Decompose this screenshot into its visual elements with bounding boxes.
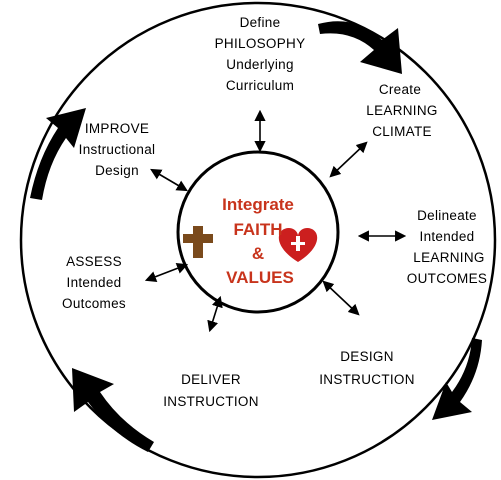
step-design-line2: INSTRUCTION xyxy=(319,372,415,387)
heart-icon xyxy=(278,228,318,262)
step-assess-line1: ASSESS xyxy=(66,254,122,269)
connector-improve xyxy=(150,168,188,192)
step-assess: ASSESS Intended Outcomes xyxy=(62,254,126,311)
connector-design xyxy=(322,280,360,316)
step-climate-line3: CLIMATE xyxy=(372,124,432,139)
step-improve-line1: IMPROVE xyxy=(85,121,149,136)
step-climate: Create LEARNING CLIMATE xyxy=(366,82,437,139)
center-line-values: VALUES xyxy=(226,268,294,287)
step-climate-line1: Create xyxy=(379,82,421,97)
step-assess-line3: Outcomes xyxy=(62,296,126,311)
cycle-arrow-top-right xyxy=(318,21,402,74)
step-deliver: DELIVER INSTRUCTION xyxy=(163,372,259,409)
step-improve: IMPROVE Instructional Design xyxy=(79,121,156,178)
step-outcomes-line4: OUTCOMES xyxy=(407,271,487,286)
step-design-line1: DESIGN xyxy=(340,349,394,364)
center-line-integrate: Integrate xyxy=(222,195,294,214)
step-outcomes-line3: LEARNING xyxy=(413,250,484,265)
step-improve-line3: Design xyxy=(95,163,139,178)
step-define-line1: Define xyxy=(240,15,281,30)
step-outcomes-line1: Delineate xyxy=(417,208,477,223)
step-climate-line2: LEARNING xyxy=(366,103,437,118)
step-define-line4: Curriculum xyxy=(226,78,294,93)
cycle-arrow-left xyxy=(30,108,86,200)
step-define-line3: Underlying xyxy=(226,57,294,72)
step-assess-line2: Intended xyxy=(67,275,122,290)
cross-icon xyxy=(183,226,213,258)
step-define-line2: PHILOSOPHY xyxy=(215,36,306,51)
connector-deliver xyxy=(207,295,223,333)
connector-climate xyxy=(329,141,368,178)
step-improve-line2: Instructional xyxy=(79,142,156,157)
step-outcomes-line2: Intended xyxy=(420,229,475,244)
step-deliver-line2: INSTRUCTION xyxy=(163,394,259,409)
center-line-faith: FAITH xyxy=(233,220,282,239)
cycle-arrow-bottom-left xyxy=(72,368,154,452)
step-deliver-line1: DELIVER xyxy=(181,372,241,387)
outer-cycle-ring xyxy=(19,1,497,479)
step-define: Define PHILOSOPHY Underlying Curriculum xyxy=(215,15,306,93)
connector-assess xyxy=(144,262,189,283)
center-line-ampersand: & xyxy=(252,244,264,263)
step-outcomes: Delineate Intended LEARNING OUTCOMES xyxy=(407,208,487,286)
step-design: DESIGN INSTRUCTION xyxy=(319,349,415,387)
cycle-arrow-right xyxy=(432,338,482,420)
